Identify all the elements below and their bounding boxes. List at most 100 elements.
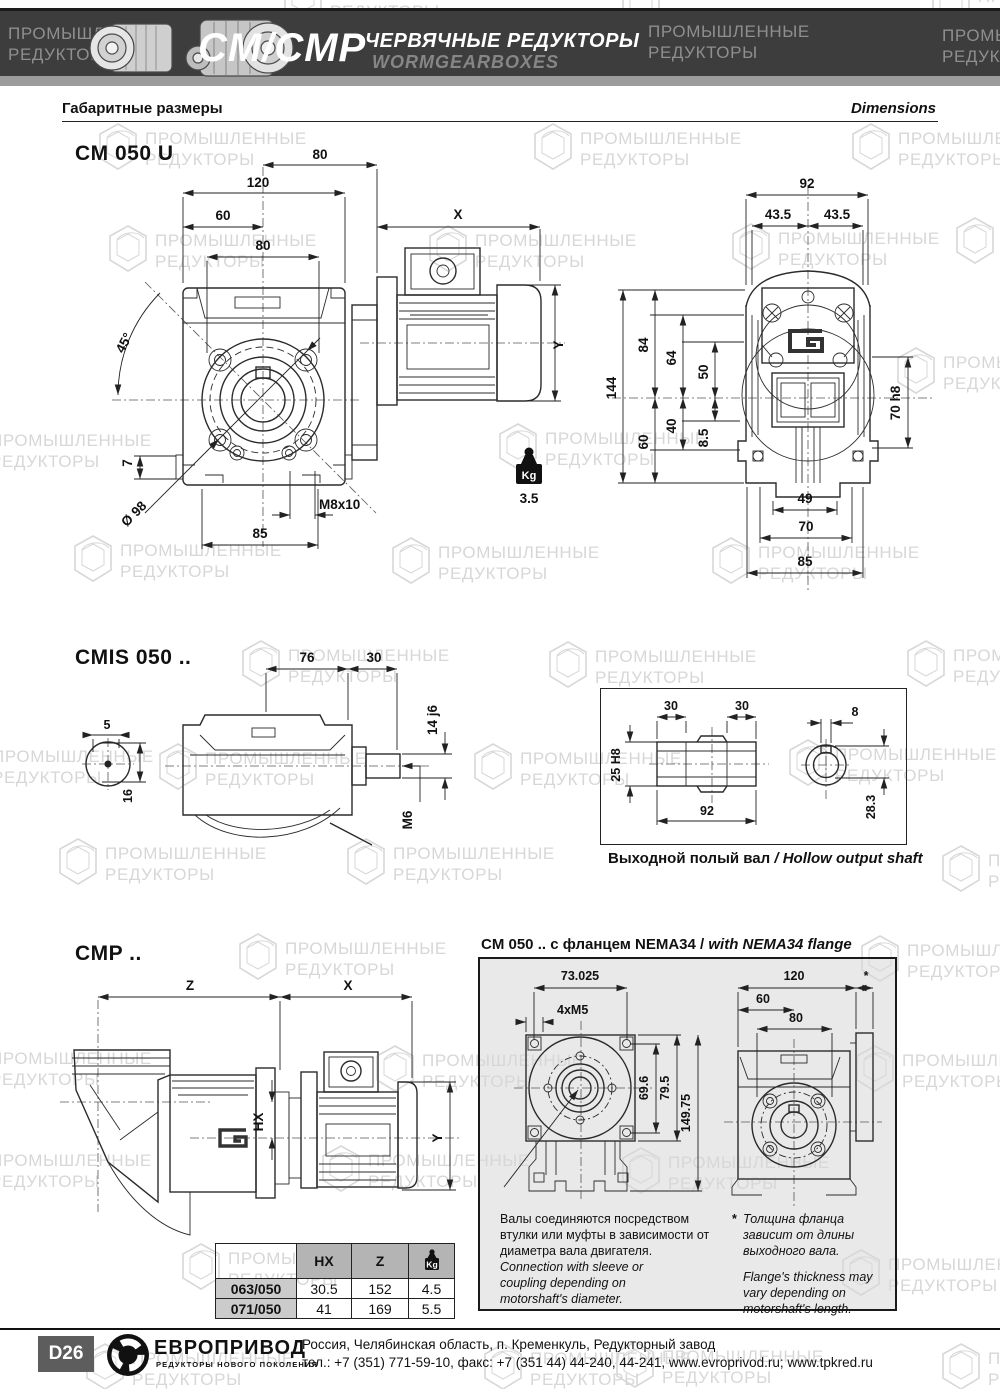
svg-text:84: 84 [636,337,651,353]
nema-side-view [724,1032,882,1207]
header-title-ru: ЧЕРВЯЧНЫЕ РЕДУКТОРЫ [365,30,640,52]
page-number: D26 [38,1336,94,1372]
nema-flange-view [503,1021,652,1199]
svg-text:45°: 45° [113,330,136,355]
footer-address: Россия, Челябинская область, п. Кременку… [302,1337,716,1352]
dimension-table: HX Z Kg 063/050 30.5 152 4.5 071/050 [215,1243,455,1319]
table-row: 063/050 30.5 152 4.5 [215,1278,455,1299]
svg-text:Y: Y [430,1133,445,1142]
table-hx-cell: 41 [296,1298,352,1319]
weight-icon: Kg 3.5 [516,447,542,506]
cmp-dimensions: Z X HX Y [98,978,456,1191]
svg-text:60: 60 [756,992,770,1006]
table-header-empty [215,1243,297,1279]
svg-text:149.75: 149.75 [679,1094,693,1132]
table-model-cell: 071/050 [215,1298,297,1319]
svg-text:70 h8: 70 h8 [888,385,903,420]
cmis-drawing: 5 16 76 30 [82,650,452,846]
hollow-shaft-end-dimensions: 8 28.3 [807,705,889,819]
nema-box: 73.025 4xM5 69.6 79.5 149.75 [478,957,897,1316]
svg-text:7: 7 [120,459,135,467]
svg-text:69.6: 69.6 [637,1076,651,1100]
svg-text:60: 60 [636,434,651,449]
nema-flag-en: Flange's thickness may vary depending on… [743,1270,873,1316]
cm050u-rear-view [612,185,935,593]
hollow-shaft-dimensions: 30 30 25 H8 92 [609,699,757,825]
table-z-cell: 152 [351,1278,409,1299]
nema-side-dimensions: 120 * 60 80 [737,969,874,1097]
hollow-shaft-caption: Выходной полый вал / Hollow output shaft [608,850,923,867]
hollow-shaft-end-view [801,739,851,801]
cmis-key-detail: 5 16 [82,718,146,803]
svg-text:28.3: 28.3 [864,795,878,819]
svg-text:8.5: 8.5 [696,428,711,447]
svg-text:80: 80 [789,1011,803,1025]
nema-box-title: CM 050 .. с фланцем NEMA34 / with NEMA34… [481,936,852,953]
nema-note-en: Connection with sleeve or coupling depen… [500,1260,644,1306]
hollow-shaft-drawing: 30 30 25 H8 92 [609,699,889,825]
svg-text:Kg: Kg [522,470,537,482]
cm050u-front-view [112,167,378,547]
cm050u-dimensions: 80 120 60 X 80 45° Ø 98 7 [113,147,566,549]
svg-text:*: * [864,969,869,983]
svg-text:92: 92 [799,176,814,191]
table-header-kg: Kg [408,1243,455,1279]
svg-text:14 j6: 14 j6 [425,704,440,735]
svg-text:30: 30 [735,699,749,713]
hollow-caption-en: / Hollow output shaft [774,850,923,867]
nema-flag-ru: Толщина фланца зависит от длины выходног… [743,1212,855,1258]
svg-text:5: 5 [104,718,111,732]
svg-text:43.5: 43.5 [765,207,792,222]
svg-text:HX: HX [251,1113,266,1132]
nema-flag-star: * [732,1212,737,1226]
nema-note-ru: Валы соединяются посредством втулки или … [500,1212,710,1258]
svg-text:120: 120 [784,969,805,983]
svg-text:3.5: 3.5 [520,491,539,506]
svg-text:8: 8 [852,705,859,719]
svg-text:80: 80 [312,147,327,162]
table-hx-cell: 30.5 [296,1278,352,1299]
svg-text:50: 50 [696,364,711,379]
table-header-z: Z [351,1243,409,1279]
svg-text:64: 64 [664,350,679,366]
table-header-hx: HX [296,1243,352,1279]
svg-text:30: 30 [366,650,381,665]
footer-contacts: тел.: +7 (351) 771-59-10, факс: +7 (351 … [302,1355,873,1370]
svg-text:92: 92 [700,804,714,818]
table-kg-cell: 4.5 [408,1278,455,1299]
svg-text:Z: Z [186,978,194,993]
svg-text:49: 49 [797,491,812,506]
gearbox-product-image [89,19,294,77]
svg-text:85: 85 [797,554,813,569]
table-header-row: HX Z Kg [215,1243,455,1279]
svg-text:30: 30 [664,699,678,713]
svg-text:Ø 98: Ø 98 [118,498,150,530]
footer-brand: ЕВРОПРИВОД [154,1337,306,1359]
nema-flange-dimensions: 73.025 4xM5 69.6 79.5 149.75 [515,969,702,1192]
svg-text:144: 144 [604,376,619,399]
svg-text:79.5: 79.5 [658,1076,672,1100]
svg-text:73.025: 73.025 [561,969,599,983]
hollow-shaft-section [649,727,769,803]
table-kg-cell: 5.5 [408,1298,455,1319]
hollow-shaft-box: 30 30 25 H8 92 [600,688,907,845]
svg-text:70: 70 [798,519,813,534]
cmis-title: CMIS 050 .. [75,646,192,669]
svg-text:4xM5: 4xM5 [557,1003,588,1017]
section-title-en: Dimensions [850,100,936,117]
hollow-caption-ru: Выходной полый вал [608,850,771,867]
cmis-dimensions: 76 30 14 j6 M6 [265,650,452,829]
svg-text:X: X [453,207,462,222]
svg-text:X: X [343,978,352,993]
svg-text:60: 60 [215,208,230,223]
table-z-cell: 169 [351,1298,409,1319]
section-divider [62,121,938,122]
section-title-ru: Габаритные размеры [62,100,223,117]
header-strip [0,76,1000,86]
svg-text:40: 40 [664,418,679,433]
